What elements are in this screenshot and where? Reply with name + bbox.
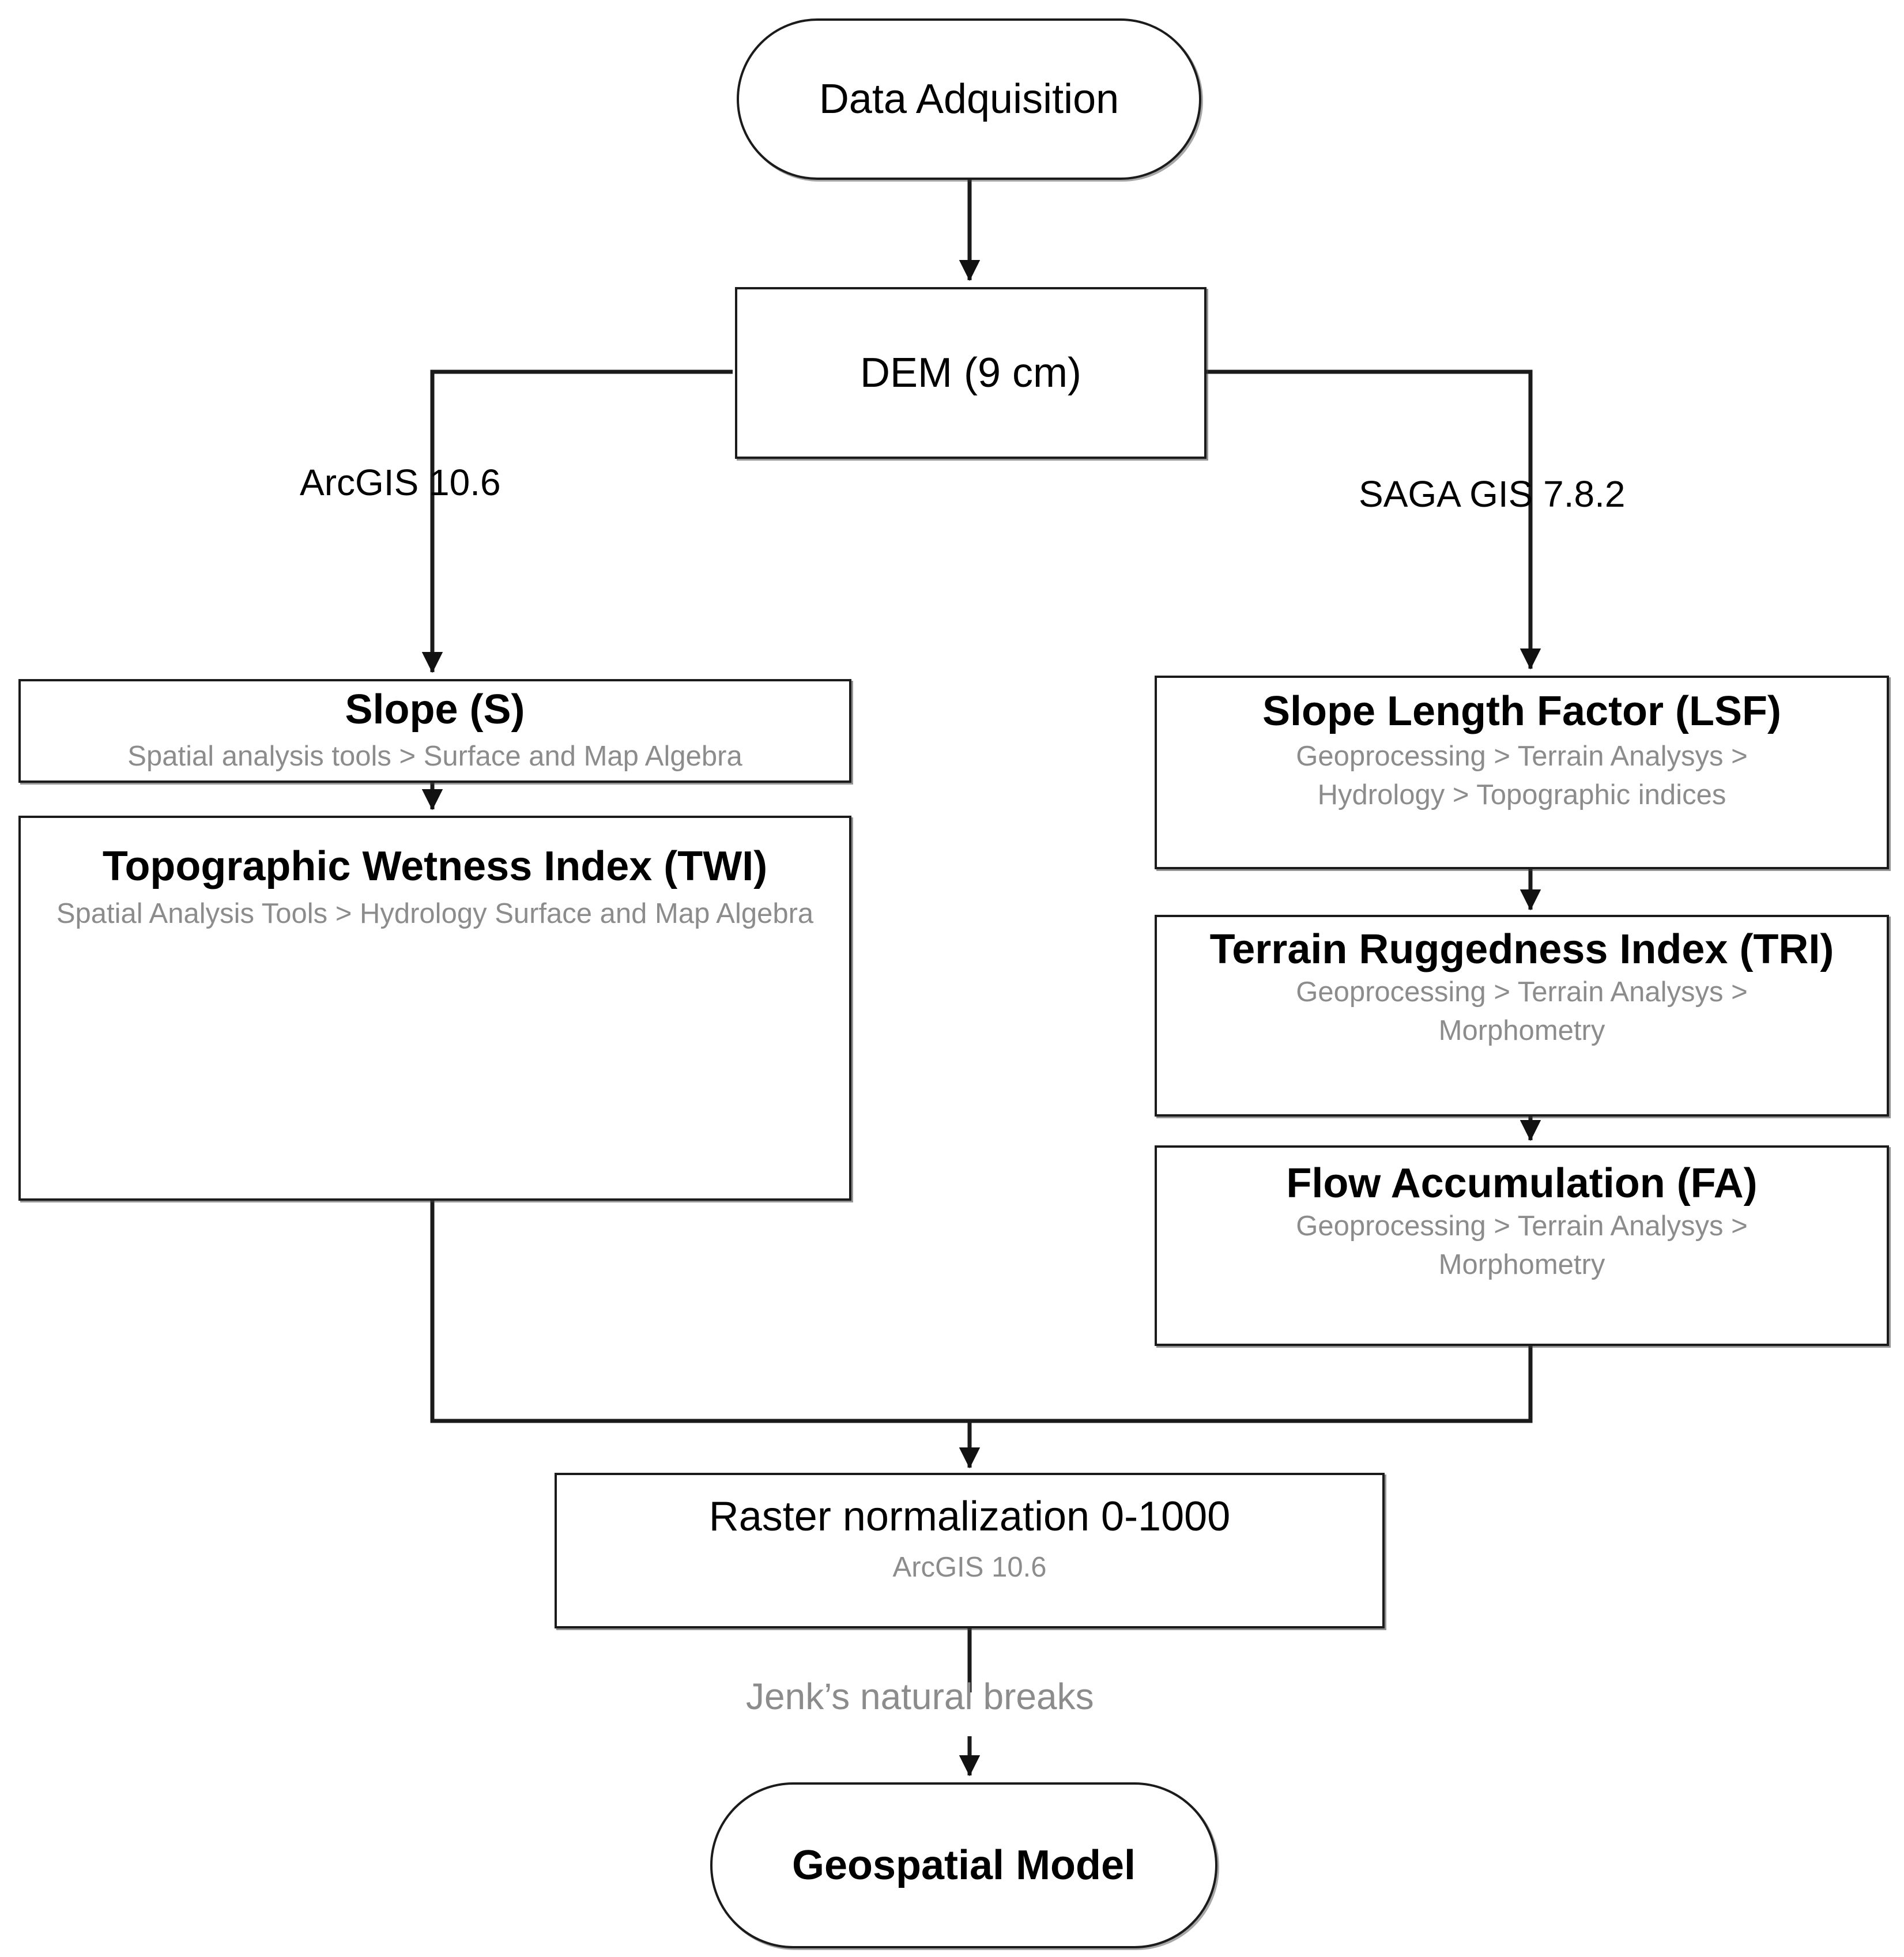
node-flow-accumulation[interactable]: Flow Accumulation (FA) Geoprocessing > T… bbox=[1155, 1145, 1889, 1346]
node-lsf[interactable]: Slope Length Factor (LSF) Geoprocessing … bbox=[1155, 676, 1889, 869]
edge-dem-to-slope bbox=[421, 369, 733, 673]
edge-label-left-branch: ArcGIS 10.6 bbox=[300, 462, 501, 503]
node-twi-label: Topographic Wetness Index (TWI) bbox=[102, 843, 768, 889]
node-slope[interactable]: Slope (S) Spatial analysis tools > Surfa… bbox=[18, 679, 851, 783]
node-data-acquisition-label: Data Adquisition bbox=[819, 76, 1119, 122]
node-tri-subtitle-line2: Morphometry bbox=[1438, 1015, 1605, 1047]
node-twi[interactable]: Topographic Wetness Index (TWI) Spatial … bbox=[18, 816, 851, 1201]
edge-label-classification: Jenk’s natural breaks bbox=[746, 1676, 1094, 1717]
node-flow-accumulation-subtitle-line2: Morphometry bbox=[1438, 1249, 1605, 1281]
node-flow-accumulation-subtitle-line1: Geoprocessing > Terrain Analysys > bbox=[1296, 1210, 1748, 1242]
node-raster-normalization[interactable]: Raster normalization 0-1000 ArcGIS 10.6 bbox=[555, 1473, 1385, 1628]
node-tri-subtitle-line1: Geoprocessing > Terrain Analysys > bbox=[1296, 976, 1748, 1008]
node-lsf-subtitle-line2: Hydrology > Topographic indices bbox=[1317, 779, 1726, 811]
node-geospatial-model-label: Geospatial Model bbox=[791, 1842, 1136, 1888]
node-raster-normalization-subtitle: ArcGIS 10.6 bbox=[892, 1551, 1047, 1583]
node-twi-subtitle: Spatial Analysis Tools > Hydrology Surfa… bbox=[56, 898, 814, 929]
node-slope-subtitle: Spatial analysis tools > Surface and Map… bbox=[127, 741, 742, 772]
node-raster-normalization-label: Raster normalization 0-1000 bbox=[708, 1494, 1231, 1540]
node-data-acquisition[interactable]: Data Adquisition bbox=[737, 18, 1201, 180]
node-tri[interactable]: Terrain Ruggedness Index (TRI) Geoproces… bbox=[1155, 915, 1889, 1117]
node-tri-label: Terrain Ruggedness Index (TRI) bbox=[1209, 926, 1834, 972]
node-dem[interactable]: DEM (9 cm) bbox=[735, 287, 1207, 459]
node-flow-accumulation-label: Flow Accumulation (FA) bbox=[1286, 1160, 1758, 1206]
node-slope-label: Slope (S) bbox=[345, 686, 525, 733]
edge-label-right-branch: SAGA GIS 7.8.2 bbox=[1359, 473, 1626, 515]
edge-twi-to-merge bbox=[430, 1201, 970, 1423]
node-geospatial-model[interactable]: Geospatial Model bbox=[710, 1782, 1217, 1948]
node-dem-label: DEM (9 cm) bbox=[860, 349, 1081, 396]
edge-dem-to-lsf bbox=[1206, 369, 1541, 670]
node-lsf-subtitle-line1: Geoprocessing > Terrain Analysys > bbox=[1296, 740, 1748, 772]
node-lsf-label: Slope Length Factor (LSF) bbox=[1262, 688, 1781, 734]
